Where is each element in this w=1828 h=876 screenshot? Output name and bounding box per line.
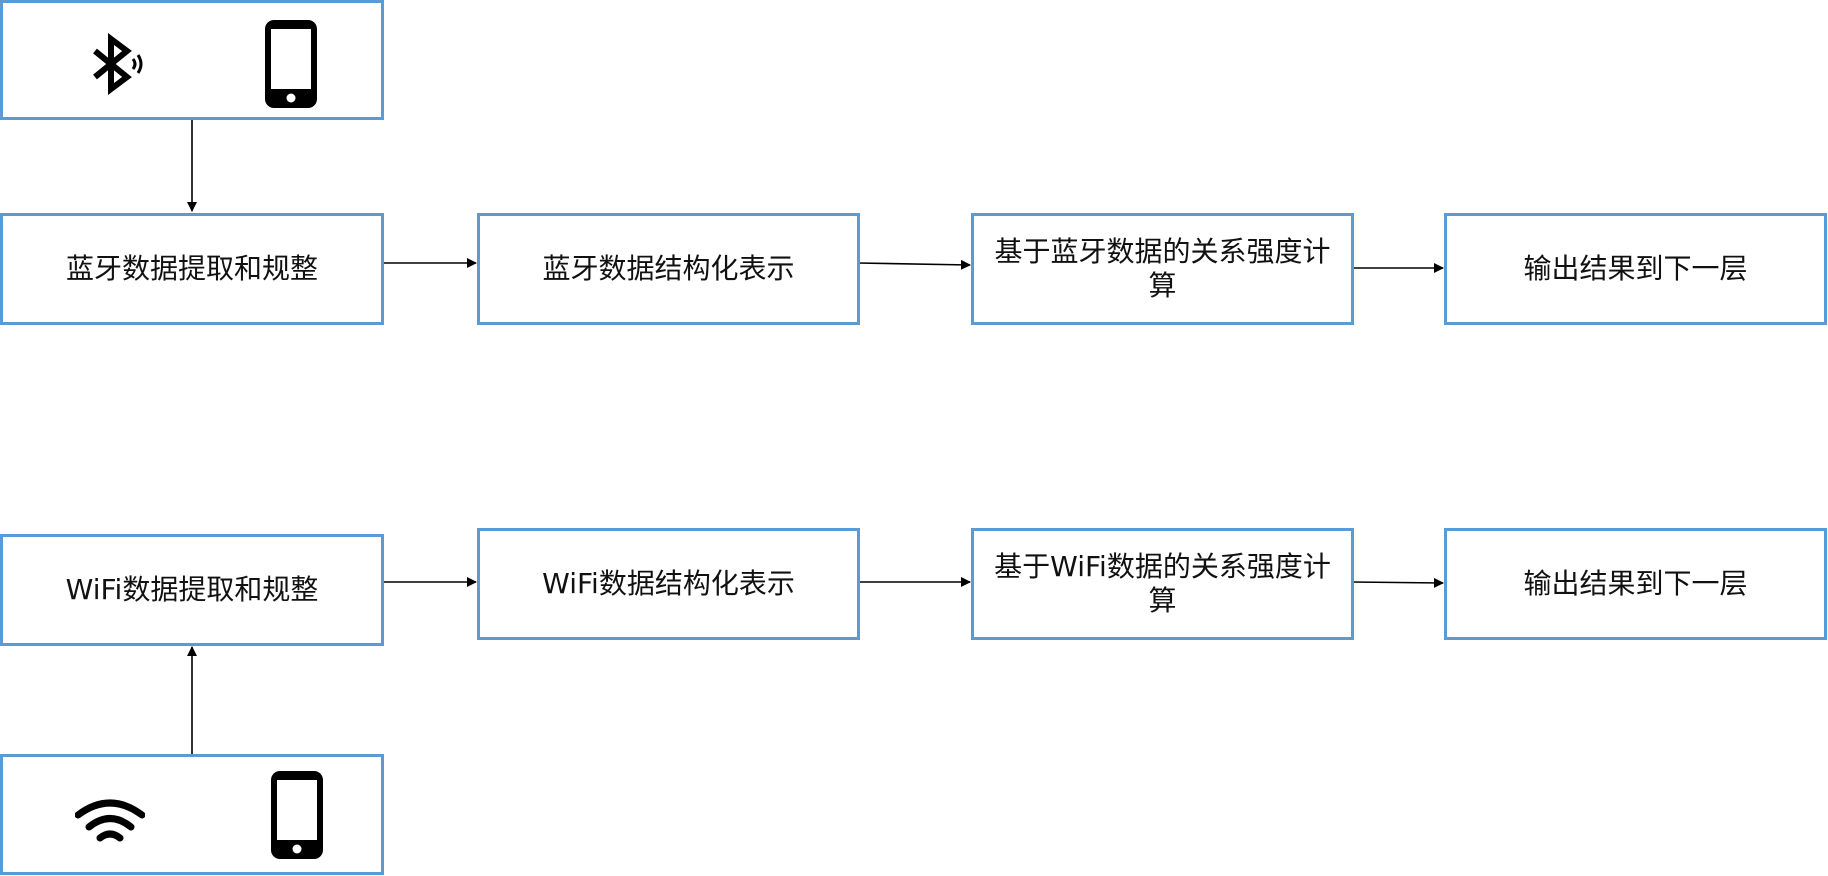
bluetooth-source-box [0, 0, 384, 120]
wifi-structure-label: WiFi数据结构化表示 [542, 567, 795, 600]
bt-compute-box: 基于蓝牙数据的关系强度计算 [971, 213, 1354, 325]
bt-output-label: 输出结果到下一层 [1523, 252, 1748, 285]
wifi-extract-label: WiFi数据提取和规整 [65, 573, 319, 606]
wifi-compute-box: 基于WiFi数据的关系强度计算 [971, 528, 1354, 640]
smartphone-icon [265, 20, 317, 108]
bt-structure-label: 蓝牙数据结构化表示 [542, 252, 795, 285]
wifi-output-label: 输出结果到下一层 [1523, 567, 1748, 600]
wifi-source-box [0, 754, 384, 875]
bt-extract-label: 蓝牙数据提取和规整 [65, 252, 318, 285]
bt-output-box: 输出结果到下一层 [1444, 213, 1827, 325]
wifi-extract-box: WiFi数据提取和规整 [0, 534, 384, 646]
smartphone-icon [271, 771, 323, 859]
wifi-structure-box: WiFi数据结构化表示 [477, 528, 860, 640]
bluetooth-icon [93, 33, 143, 95]
bt-extract-box: 蓝牙数据提取和规整 [0, 213, 384, 325]
bt-structure-box: 蓝牙数据结构化表示 [477, 213, 860, 325]
bt-compute-label: 基于蓝牙数据的关系强度计算 [994, 235, 1331, 302]
wifi-output-box: 输出结果到下一层 [1444, 528, 1827, 640]
arrow-bt-structure-to-compute [857, 259, 971, 270]
wifi-icon [75, 799, 145, 842]
arrow-wifi-compute-to-output [1351, 577, 1444, 588]
wifi-compute-label: 基于WiFi数据的关系强度计算 [994, 550, 1331, 617]
